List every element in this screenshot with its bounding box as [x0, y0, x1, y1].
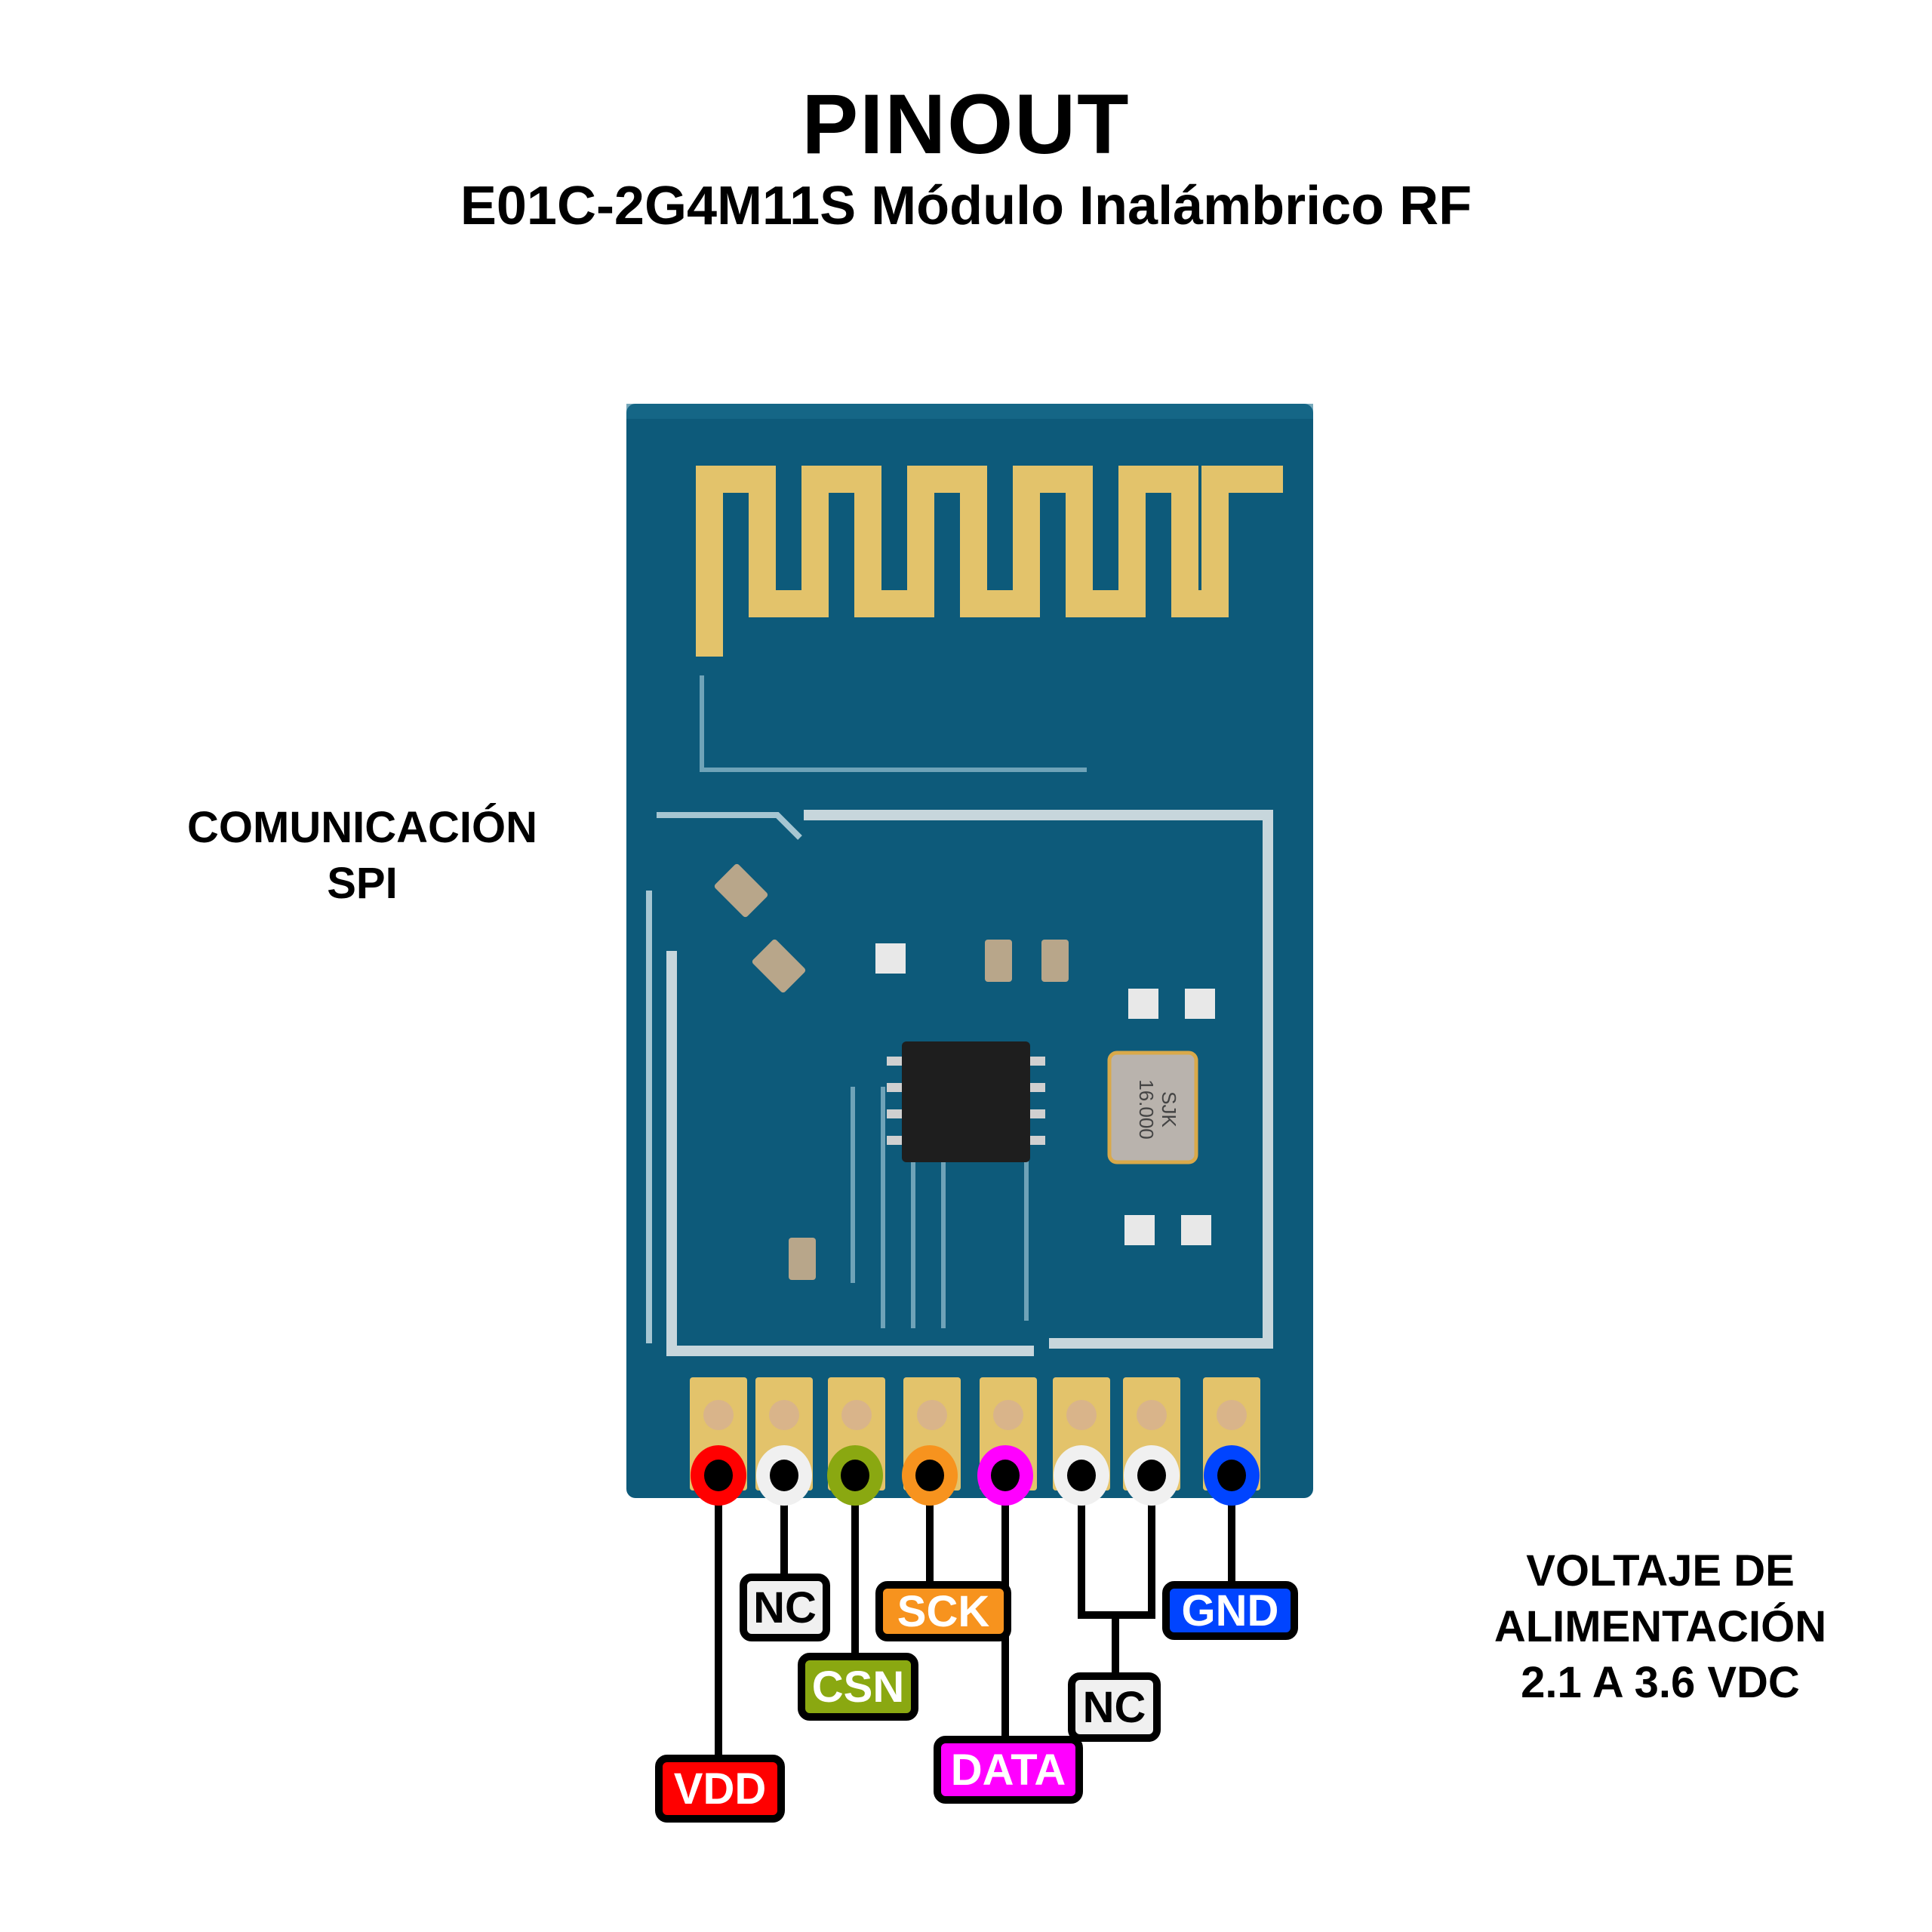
pin-pad-hole	[841, 1400, 872, 1430]
pin-label-csn: CSN	[798, 1653, 918, 1721]
crystal-marking-1: SJK	[1158, 1091, 1180, 1128]
pin-pad-hole	[1066, 1400, 1097, 1430]
passive-components	[714, 863, 1215, 1280]
pin-marker-dot	[841, 1460, 869, 1491]
pin-label-data: DATA	[934, 1736, 1083, 1804]
voltage-annotation-line1: VOLTAJE DE	[1526, 1546, 1795, 1595]
crystal-marking-2: 16.000	[1135, 1079, 1158, 1140]
pin-marker-dot	[991, 1460, 1020, 1491]
pin-marker-dot	[1067, 1460, 1096, 1491]
crystal-oscillator	[1107, 1051, 1198, 1164]
page-title: PINOUT	[801, 77, 1131, 171]
pcb-traces	[700, 675, 1087, 1328]
pin-label-gnd: GND	[1162, 1581, 1298, 1640]
pin-marker-dot	[1137, 1460, 1166, 1491]
pin-marker-dot	[915, 1460, 944, 1491]
spi-annotation-line2: SPI	[327, 859, 398, 909]
pcb-edge-shade	[626, 404, 1313, 419]
spi-annotation: COMUNICACIÓN SPI	[151, 800, 574, 912]
module-subtitle: E01C-2G4M11S Módulo Inalámbrico RF	[460, 176, 1472, 236]
spi-annotation-line1: COMUNICACIÓN	[187, 803, 537, 852]
ic-chip	[902, 1041, 1030, 1162]
ic-pins	[887, 1057, 1045, 1145]
pin-label-sck: SCK	[875, 1581, 1011, 1641]
voltage-annotation: VOLTAJE DE ALIMENTACIÓN 2.1 A 3.6 VDC	[1449, 1543, 1872, 1712]
pin-pad-hole	[917, 1400, 947, 1430]
voltage-annotation-line3: 2.1 A 3.6 VDC	[1521, 1658, 1800, 1708]
shield-frame-left	[646, 812, 802, 1343]
pin-marker-dot	[770, 1460, 798, 1491]
pin-markers	[691, 1445, 1260, 1506]
shield-frame	[666, 810, 1273, 1356]
pin-label-nc: NC	[1068, 1672, 1161, 1742]
pin-marker-dot	[1217, 1460, 1246, 1491]
pin-pad-hole	[703, 1400, 734, 1430]
pin-pad-hole	[1217, 1400, 1247, 1430]
pin-label-vdd: VDD	[655, 1755, 785, 1823]
pin-pad-hole	[1137, 1400, 1167, 1430]
antenna-trace	[696, 466, 1283, 657]
pin-marker-dot	[704, 1460, 733, 1491]
pin-pad-hole	[769, 1400, 799, 1430]
pin-label-nc: NC	[740, 1574, 830, 1641]
voltage-annotation-line2: ALIMENTACIÓN	[1494, 1602, 1827, 1652]
pin-pad-hole	[993, 1400, 1023, 1430]
